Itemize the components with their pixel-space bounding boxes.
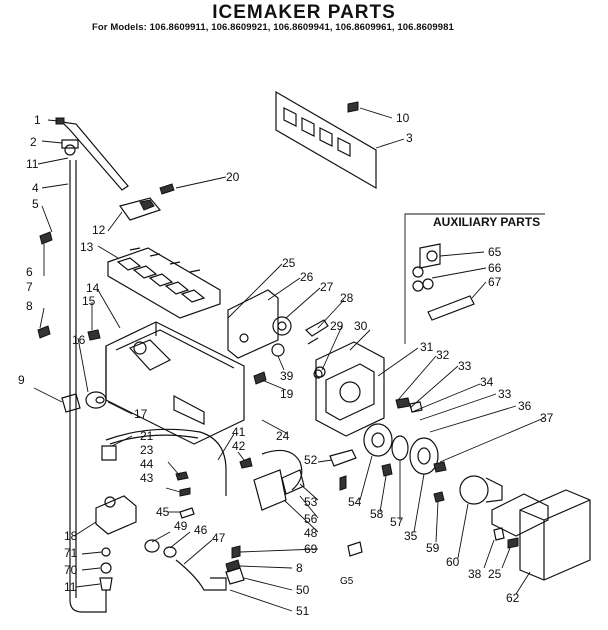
callout-10: 10 bbox=[396, 111, 410, 125]
callout-31: 31 bbox=[420, 340, 434, 354]
callout-11-upper: 11 bbox=[26, 157, 39, 171]
callout-52: 52 bbox=[304, 453, 318, 467]
gear-part-27 bbox=[272, 316, 292, 336]
cam-part-39 bbox=[271, 343, 285, 357]
callout-33-lower: 33 bbox=[498, 387, 512, 401]
callout-44: 44 bbox=[140, 457, 154, 471]
callout-11-lower: 11 bbox=[64, 580, 77, 594]
callout-67: 67 bbox=[488, 275, 502, 289]
front-cover bbox=[519, 489, 591, 581]
callout-41: 41 bbox=[232, 425, 246, 439]
callout-51: 51 bbox=[296, 604, 310, 618]
callout-33-upper: 33 bbox=[458, 359, 472, 373]
callout-30: 30 bbox=[354, 319, 368, 333]
callout-62: 62 bbox=[506, 591, 520, 605]
auxiliary-parts-title: AUXILIARY PARTS bbox=[433, 215, 541, 229]
callout-49: 49 bbox=[174, 519, 188, 533]
ice-mold bbox=[107, 247, 221, 319]
leader-lines bbox=[33, 107, 545, 612]
callout-56: 56 bbox=[304, 512, 318, 526]
callout-25: 25 bbox=[282, 256, 296, 270]
callout-21: 21 bbox=[140, 429, 154, 443]
housing-part-14 bbox=[105, 321, 245, 445]
callout-24: 24 bbox=[276, 429, 290, 443]
callout-71: 71 bbox=[64, 546, 78, 560]
callout-54: 54 bbox=[348, 495, 362, 509]
callout-12: 12 bbox=[92, 223, 106, 237]
callout-48: 48 bbox=[304, 526, 318, 540]
callout-57: 57 bbox=[390, 515, 404, 529]
callout-38: 38 bbox=[468, 567, 482, 581]
callout-1: 1 bbox=[34, 113, 41, 127]
callout-70: 70 bbox=[64, 563, 78, 577]
bracket-part-12 bbox=[119, 197, 162, 221]
page-title: ICEMAKER PARTS bbox=[212, 2, 396, 23]
callout-23: 23 bbox=[140, 443, 154, 457]
callout-15: 15 bbox=[82, 294, 96, 308]
callout-19: 19 bbox=[280, 387, 294, 401]
auxiliary-parts-art bbox=[412, 243, 475, 321]
shelf-part-3 bbox=[275, 90, 377, 190]
callout-9: 9 bbox=[18, 373, 25, 387]
lever-part-28 bbox=[305, 319, 329, 345]
control-housing bbox=[314, 341, 385, 437]
callout-43: 43 bbox=[140, 471, 154, 485]
callout-32: 32 bbox=[436, 348, 450, 362]
callout-8-lower: 8 bbox=[296, 561, 303, 575]
models-line: For Models: 106.8609911, 106.8609921, 10… bbox=[92, 22, 454, 33]
callout-29: 29 bbox=[330, 319, 344, 333]
callout-69: 69 bbox=[304, 542, 318, 556]
callout-7: 7 bbox=[26, 280, 33, 294]
callout-18: 18 bbox=[64, 529, 78, 543]
water-tube bbox=[69, 160, 107, 613]
callout-17: 17 bbox=[134, 407, 148, 421]
callout-labels: 1 2 11 4 5 6 7 8 9 10 3 20 12 13 25 26 2… bbox=[18, 111, 554, 618]
mounting-plate bbox=[227, 289, 279, 359]
callout-34: 34 bbox=[480, 375, 494, 389]
callout-46: 46 bbox=[194, 523, 208, 537]
callout-60: 60 bbox=[446, 555, 460, 569]
callout-20: 20 bbox=[226, 170, 240, 184]
gear-part-35 bbox=[409, 437, 439, 475]
callout-37: 37 bbox=[540, 411, 554, 425]
callout-45: 45 bbox=[156, 505, 170, 519]
wire-harness bbox=[101, 428, 227, 496]
callout-65: 65 bbox=[488, 245, 502, 259]
callout-8: 8 bbox=[26, 299, 33, 313]
callout-14: 14 bbox=[86, 281, 100, 295]
callout-6: 6 bbox=[26, 265, 33, 279]
gasket-part-37 bbox=[491, 493, 549, 537]
callout-3: 3 bbox=[406, 131, 413, 145]
water-valve bbox=[95, 495, 137, 535]
callout-58: 58 bbox=[370, 507, 384, 521]
callout-26: 26 bbox=[300, 270, 314, 284]
callout-25-lower: 25 bbox=[488, 567, 502, 581]
callout-16: 16 bbox=[72, 333, 86, 347]
footer-code: G5 bbox=[340, 576, 354, 587]
callout-27: 27 bbox=[320, 280, 334, 294]
callout-47: 47 bbox=[212, 531, 226, 545]
shutoff-arm bbox=[60, 121, 129, 191]
callout-59: 59 bbox=[426, 541, 440, 555]
callout-35: 35 bbox=[404, 529, 418, 543]
clip-part-52 bbox=[329, 449, 357, 467]
callout-50: 50 bbox=[296, 583, 310, 597]
callout-28: 28 bbox=[340, 291, 354, 305]
callout-39: 39 bbox=[280, 369, 294, 383]
callout-2: 2 bbox=[30, 135, 37, 149]
callout-4: 4 bbox=[32, 181, 39, 195]
callout-5: 5 bbox=[32, 197, 39, 211]
switch-part-60 bbox=[459, 475, 503, 505]
motor-part-54 bbox=[363, 423, 393, 457]
callout-13: 13 bbox=[80, 240, 94, 254]
callout-53: 53 bbox=[304, 495, 318, 509]
auxiliary-box-border bbox=[404, 213, 545, 344]
callout-66: 66 bbox=[488, 261, 502, 275]
gear-part-57 bbox=[391, 435, 409, 461]
connector-part-48 bbox=[253, 469, 287, 511]
callout-42: 42 bbox=[232, 439, 246, 453]
callout-36: 36 bbox=[518, 399, 532, 413]
